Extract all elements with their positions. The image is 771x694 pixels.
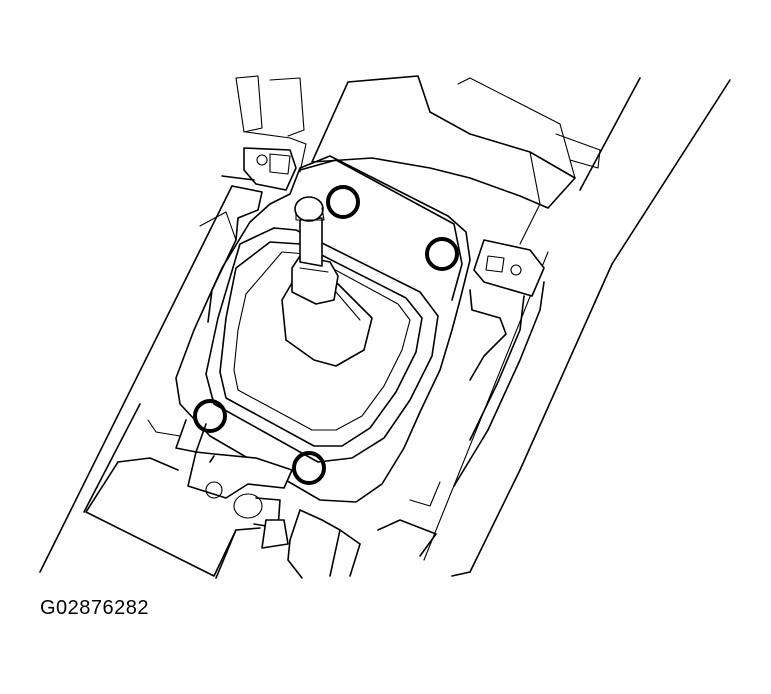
figure-id-label: G02876282 [40,597,150,619]
upper-bezel [235,75,601,245]
fastener-callout-top-right [425,237,459,271]
lower-housing [85,419,441,579]
console-outer-edges [39,77,731,577]
fastener-callout-bottom-right [292,451,326,485]
right-bracket [453,239,545,487]
left-bracket [199,147,297,323]
shift-lever [281,196,373,367]
fastener-callouts [193,185,459,485]
fastener-callout-bottom-left [193,399,227,433]
fastener-callout-top-left [326,185,360,219]
